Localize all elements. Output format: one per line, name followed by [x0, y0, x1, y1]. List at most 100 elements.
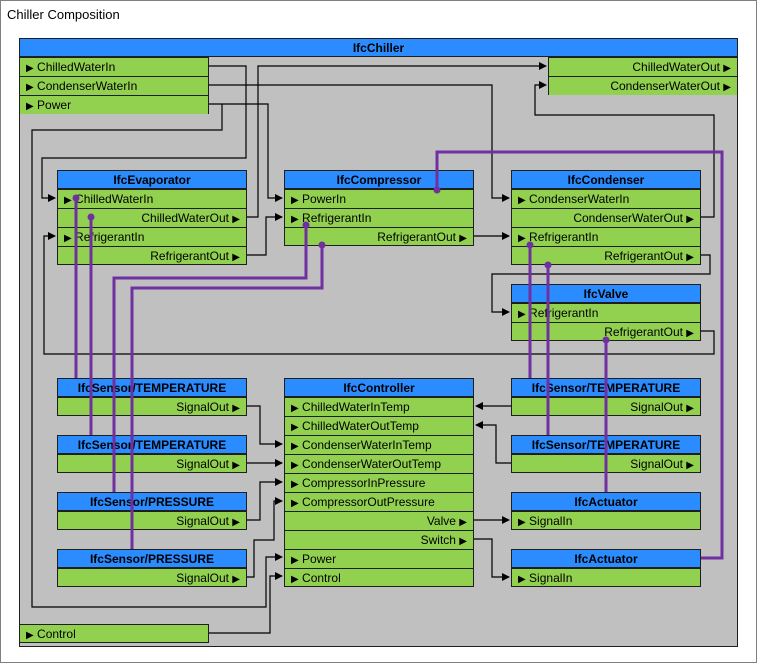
valve-header: IfcValve: [512, 285, 700, 303]
sensor-port[interactable]: SignalOut ▶: [512, 454, 700, 472]
actuator-header: IfcActuator: [512, 493, 700, 511]
sensor-header: IfcSensor/TEMPERATURE: [58, 436, 246, 454]
sensor-port[interactable]: SignalOut ▶: [58, 454, 246, 472]
port-label: Power: [302, 552, 337, 566]
condenser-port[interactable]: CondenserWaterOut ▶: [512, 208, 700, 227]
sensor-block[interactable]: IfcSensor/PRESSURE SignalOut ▶: [57, 492, 247, 530]
port-label: CompressorInPressure: [302, 476, 426, 490]
controller-port[interactable]: Switch ▶: [285, 530, 473, 549]
actuator-block[interactable]: IfcActuator ▶ SignalIn: [511, 492, 701, 530]
valve-port[interactable]: ▶ RefrigerantIn: [512, 303, 700, 322]
evaporator-port[interactable]: ChilledWaterOut ▶: [58, 208, 246, 227]
chiller-header-block: IfcChiller: [19, 38, 738, 57]
sensor-block[interactable]: IfcSensor/TEMPERATURE SignalOut ▶: [57, 435, 247, 473]
port-label: Valve: [426, 514, 456, 528]
actuator-port[interactable]: ▶ SignalIn: [512, 568, 700, 586]
sensor-block[interactable]: IfcSensor/TEMPERATURE SignalOut ▶: [511, 378, 701, 416]
port-label: RefrigerantOut: [150, 249, 229, 263]
valve-block[interactable]: IfcValve ▶ RefrigerantIn RefrigerantOut …: [511, 284, 701, 341]
port-label: PowerIn: [302, 192, 347, 206]
controller-port[interactable]: ▶ CondenserWaterInTemp: [285, 435, 473, 454]
port-label: CondenserWaterOut: [573, 211, 683, 225]
port-label: ChilledWaterOutTemp: [302, 419, 419, 433]
sensor-port[interactable]: SignalOut ▶: [58, 397, 246, 415]
port-label: Control: [302, 571, 341, 585]
port-label: RefrigerantIn: [75, 230, 145, 244]
condenser-block[interactable]: IfcCondenser ▶ CondenserWaterIn Condense…: [511, 170, 701, 265]
sensor-port[interactable]: SignalOut ▶: [58, 511, 246, 529]
sensor-block[interactable]: IfcSensor/TEMPERATURE SignalOut ▶: [57, 378, 247, 416]
chiller-header: IfcChiller: [19, 38, 738, 57]
chiller-port-condenserwaterin[interactable]: ▶ CondenserWaterIn: [20, 76, 208, 95]
port-label: SignalOut: [176, 514, 229, 528]
actuator-block[interactable]: IfcActuator ▶ SignalIn: [511, 549, 701, 587]
evaporator-port[interactable]: RefrigerantOut ▶: [58, 246, 246, 264]
chiller-port-chilledwaterout[interactable]: ChilledWaterOut ▶: [549, 58, 737, 77]
port-label: CondenserWaterIn: [529, 192, 630, 206]
sensor-block[interactable]: IfcSensor/PRESSURE SignalOut ▶: [57, 549, 247, 587]
sensor-header: IfcSensor/TEMPERATURE: [58, 379, 246, 397]
port-label: Power: [37, 98, 72, 112]
diagram-title: Chiller Composition: [7, 7, 120, 22]
port-label: SignalOut: [176, 571, 229, 585]
sensor-port[interactable]: SignalOut ▶: [58, 568, 246, 586]
chiller-port-condenserwaterout[interactable]: CondenserWaterOut ▶: [549, 76, 737, 95]
controller-port[interactable]: ▶ ChilledWaterInTemp: [285, 397, 473, 416]
actuator-port[interactable]: ▶ SignalIn: [512, 511, 700, 529]
chiller-port-power[interactable]: ▶ Power: [20, 95, 208, 114]
chiller-outputs: ChilledWaterOut ▶ CondenserWaterOut ▶: [548, 57, 738, 95]
condenser-port[interactable]: ▶ CondenserWaterIn: [512, 189, 700, 208]
compressor-port[interactable]: RefrigerantOut ▶: [285, 227, 473, 245]
valve-port[interactable]: RefrigerantOut ▶: [512, 322, 700, 340]
port-label: CompressorOutPressure: [302, 495, 435, 509]
compressor-port[interactable]: ▶ PowerIn: [285, 189, 473, 208]
controller-port[interactable]: ▶ Power: [285, 549, 473, 568]
controller-port[interactable]: Valve ▶: [285, 511, 473, 530]
evaporator-block[interactable]: IfcEvaporator ▶ ChilledWaterIn ChilledWa…: [57, 170, 247, 265]
controller-port[interactable]: ▶ Control: [285, 568, 473, 586]
chiller-port-chilledwaterin[interactable]: ▶ ChilledWaterIn: [20, 58, 208, 77]
controller-block[interactable]: IfcController ▶ ChilledWaterInTemp ▶ Chi…: [284, 378, 474, 587]
port-label: ChilledWaterIn: [37, 60, 116, 74]
condenser-port[interactable]: ▶ RefrigerantIn: [512, 227, 700, 246]
compressor-block[interactable]: IfcCompressor ▶ PowerIn ▶ RefrigerantIn …: [284, 170, 474, 246]
port-label: ChilledWaterInTemp: [302, 400, 410, 414]
chiller-inputs: ▶ ChilledWaterIn ▶ CondenserWaterIn ▶ Po…: [19, 57, 209, 114]
controller-port[interactable]: ▶ CompressorInPressure: [285, 473, 473, 492]
chiller-control-port-block: ▶ Control: [19, 624, 209, 643]
port-label: SignalIn: [529, 571, 573, 585]
actuator-header: IfcActuator: [512, 550, 700, 568]
port-label: SignalOut: [630, 457, 683, 471]
sensor-header: IfcSensor/TEMPERATURE: [512, 436, 700, 454]
port-label: RefrigerantIn: [302, 211, 372, 225]
port-label: CondenserWaterOut: [610, 79, 720, 93]
sensor-block[interactable]: IfcSensor/TEMPERATURE SignalOut ▶: [511, 435, 701, 473]
port-label: ChilledWaterOut: [141, 211, 229, 225]
evaporator-port[interactable]: ▶ RefrigerantIn: [58, 227, 246, 246]
sensor-header: IfcSensor/PRESSURE: [58, 550, 246, 568]
sensor-header: IfcSensor/PRESSURE: [58, 493, 246, 511]
port-label: CondenserWaterInTemp: [302, 438, 432, 452]
port-label: SignalOut: [176, 457, 229, 471]
condenser-port[interactable]: RefrigerantOut ▶: [512, 246, 700, 264]
port-label: RefrigerantOut: [604, 325, 683, 339]
port-label: SignalIn: [529, 514, 573, 528]
controller-port[interactable]: ▶ ChilledWaterOutTemp: [285, 416, 473, 435]
port-label: RefrigerantIn: [529, 230, 599, 244]
port-label: RefrigerantIn: [529, 306, 599, 320]
controller-port[interactable]: ▶ CompressorOutPressure: [285, 492, 473, 511]
sensor-port[interactable]: SignalOut ▶: [512, 397, 700, 415]
compressor-port[interactable]: ▶ RefrigerantIn: [285, 208, 473, 227]
evaporator-port[interactable]: ▶ ChilledWaterIn: [58, 189, 246, 208]
port-label: ChilledWaterOut: [632, 60, 720, 74]
port-label: Switch: [420, 533, 456, 547]
port-label: SignalOut: [176, 400, 229, 414]
evaporator-header: IfcEvaporator: [58, 171, 246, 189]
controller-port[interactable]: ▶ CondenserWaterOutTemp: [285, 454, 473, 473]
condenser-header: IfcCondenser: [512, 171, 700, 189]
compressor-header: IfcCompressor: [285, 171, 473, 189]
chiller-port-control[interactable]: ▶ Control: [20, 625, 208, 642]
port-label: CondenserWaterIn: [37, 79, 138, 93]
controller-header: IfcController: [285, 379, 473, 397]
port-label: Control: [37, 627, 76, 641]
